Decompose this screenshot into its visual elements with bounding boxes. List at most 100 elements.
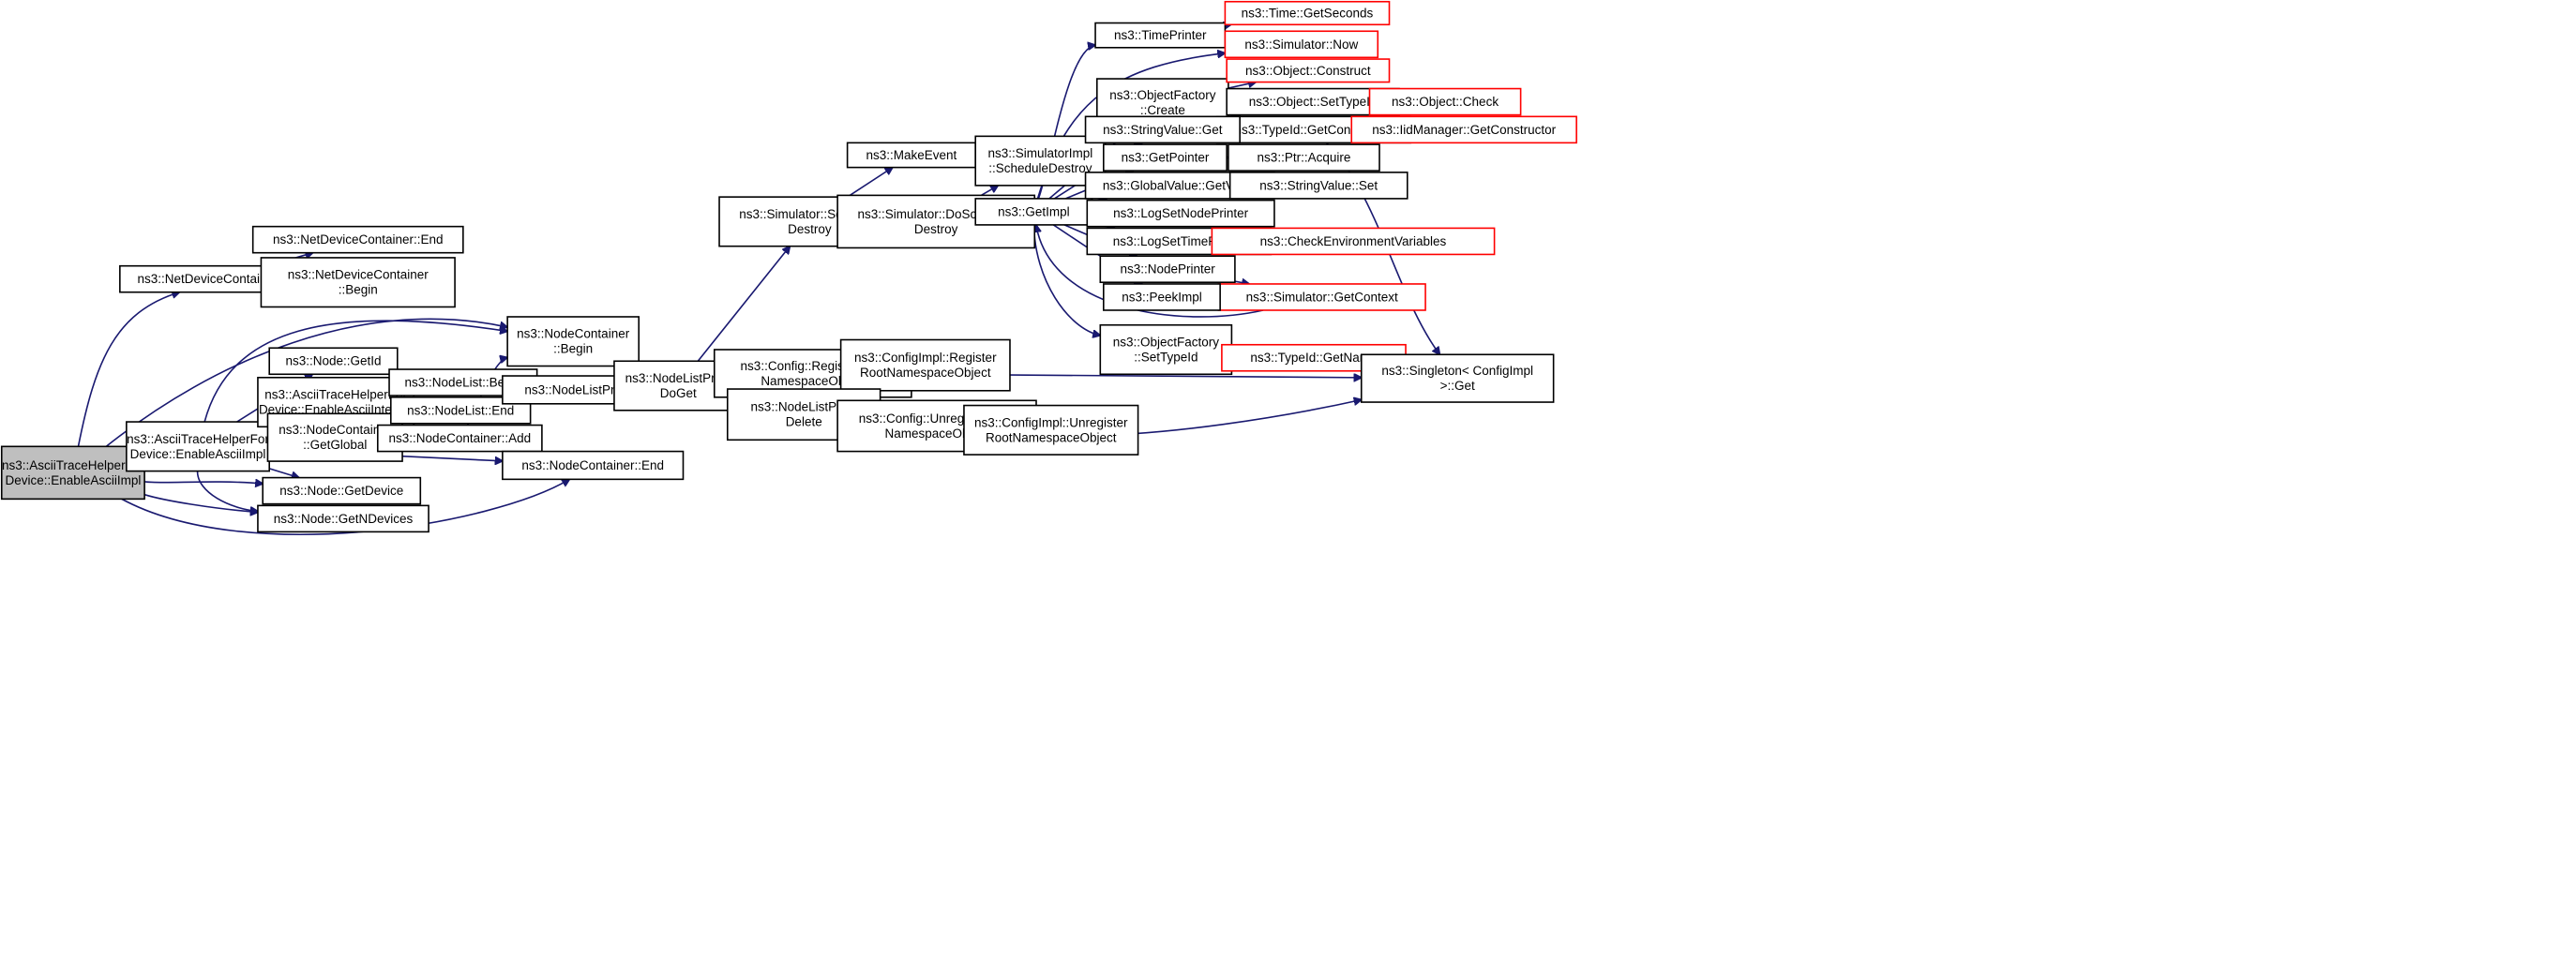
node-label: ns3::LogSetNodePrinter <box>1113 206 1249 220</box>
edge-line <box>203 320 507 423</box>
node-box <box>974 135 1107 187</box>
edge-of_create-to-obj_construct <box>1228 82 1256 89</box>
node-label: ns3::PeekImpl <box>1122 290 1202 304</box>
edge-line <box>980 186 998 197</box>
edge-line <box>105 318 507 447</box>
node-label: ns3::Object::Construct <box>1245 64 1371 78</box>
node-label: ns3::Node::GetNDevices <box>274 512 414 526</box>
node-box <box>0 445 145 501</box>
node-cfgimpl-register[interactable]: ns3::ConfigImpl::RegisterRootNamespaceOb… <box>839 338 1011 392</box>
edge-root-to-nc_begin <box>105 318 507 447</box>
node-label: Delete <box>786 415 822 429</box>
node-box <box>1350 115 1577 144</box>
node-stringvalue-get[interactable]: ns3::StringValue::Get <box>1084 115 1241 144</box>
node-time-getseconds[interactable]: ns3::Time::GetSeconds <box>1224 0 1391 26</box>
edge-line <box>77 292 179 447</box>
node-label: Device::EnableAsciiImpl <box>130 447 266 461</box>
node-label: ns3::AsciiTraceHelperFor <box>264 388 407 402</box>
node-box <box>1099 255 1236 284</box>
node-label: RootNamespaceObject <box>986 430 1117 444</box>
node-of-settypeid[interactable]: ns3::ObjectFactory::SetTypeId <box>1099 323 1233 376</box>
node-box <box>1226 58 1391 83</box>
edge-line <box>268 468 299 478</box>
node-label: ns3::Node::GetDevice <box>279 484 403 498</box>
node-label: ns3::AsciiTraceHelperFor <box>127 432 269 446</box>
node-label: Destroy <box>914 222 958 236</box>
node-iidmanager-getconstructor[interactable]: ns3::IidManager::GetConstructor <box>1350 115 1577 144</box>
node-box <box>376 424 543 453</box>
node-obj-check[interactable]: ns3::Object::Check <box>1368 87 1522 116</box>
node-node-getdevice[interactable]: ns3::Node::GetDevice <box>262 476 422 505</box>
node-nc-begin[interactable]: ns3::NodeContainer::Begin <box>506 316 640 367</box>
node-nc-end[interactable]: ns3::NodeContainer::End <box>502 450 685 481</box>
node-label: RootNamespaceObject <box>860 366 991 380</box>
node-label: ns3::NodeContainer <box>279 423 392 437</box>
node-nc-add[interactable]: ns3::NodeContainer::Add <box>376 424 543 453</box>
node-cfgimpl-unregister[interactable]: ns3::ConfigImpl::UnregisterRootNamespace… <box>963 404 1139 456</box>
edge-root-to-ndc_add <box>77 292 179 447</box>
edge-sim_doschedule_destroy-to-simimpl_schedule_destroy <box>980 186 998 197</box>
node-box <box>1217 283 1426 311</box>
node-box <box>1228 172 1409 200</box>
node-sim-now[interactable]: ns3::Simulator::Now <box>1224 30 1379 59</box>
node-label: ::ScheduleDestroy <box>988 161 1092 175</box>
node-make-event[interactable]: ns3::MakeEvent <box>846 142 977 169</box>
node-stringvalue-set[interactable]: ns3::StringValue::Set <box>1228 172 1409 200</box>
edge-sim_schedule_destroy-to-make_event <box>847 168 893 198</box>
node-peek-impl[interactable]: ns3::PeekImpl <box>1103 283 1221 311</box>
node-node-getid[interactable]: ns3::Node::GetId <box>268 347 399 376</box>
edge-enable_ascii_impl-to-node_getdevice <box>268 468 299 478</box>
node-label: ns3::NodeListPriv:: <box>751 400 857 414</box>
node-box <box>257 504 429 533</box>
node-box <box>1360 353 1555 403</box>
node-time-printer[interactable]: ns3::TimePrinter <box>1094 22 1227 49</box>
node-sim-getcontext[interactable]: ns3::Simulator::GetContext <box>1217 283 1426 311</box>
node-get-pointer[interactable]: ns3::GetPointer <box>1103 143 1228 172</box>
node-log-set-node-printer[interactable]: ns3::LogSetNodePrinter <box>1086 199 1275 228</box>
node-label: NamespaceObject <box>761 374 865 388</box>
node-singleton-get[interactable]: ns3::Singleton< ConfigImpl >::Get <box>1360 353 1555 403</box>
node-box <box>260 257 456 308</box>
node-label: ns3::GetPointer <box>1122 151 1210 165</box>
node-label: ns3::Node::GetId <box>285 354 381 368</box>
node-node-getndevices[interactable]: ns3::Node::GetNDevices <box>257 504 429 533</box>
node-label: ns3::NodeContainer::Add <box>389 431 532 445</box>
node-box <box>846 142 977 169</box>
node-box <box>1228 143 1380 172</box>
node-ptr-acquire[interactable]: ns3::Ptr::Acquire <box>1228 143 1380 172</box>
node-label: ns3::Object::SetTypeId <box>1249 95 1378 109</box>
edge-line <box>1228 82 1256 89</box>
node-box <box>1103 143 1228 172</box>
node-nl-end[interactable]: ns3::NodeList::End <box>389 396 532 425</box>
node-box <box>1103 283 1221 311</box>
edge-line <box>196 471 258 512</box>
node-label: ns3::NodeContainer::End <box>521 458 664 472</box>
node-ndc-begin[interactable]: ns3::NetDeviceContainer::Begin <box>260 257 456 308</box>
node-label: ns3::SimulatorImpl <box>987 146 1092 160</box>
node-label: ns3::MakeEvent <box>866 148 957 162</box>
node-node-printer[interactable]: ns3::NodePrinter <box>1099 255 1236 284</box>
node-box <box>1094 22 1227 49</box>
node-obj-construct[interactable]: ns3::Object::Construct <box>1226 58 1391 83</box>
node-label: ns3::TypeId::GetName <box>1250 351 1377 365</box>
node-ndc-end[interactable]: ns3::NetDeviceContainer::End <box>251 225 464 254</box>
node-box <box>1084 115 1241 144</box>
node-label: NamespaceObject <box>885 426 989 441</box>
node-simimpl-schedule-destroy[interactable]: ns3::SimulatorImpl::ScheduleDestroy <box>974 135 1107 187</box>
node-root[interactable]: ns3::AsciiTraceHelperForDevice::EnableAs… <box>0 445 145 501</box>
node-box <box>1099 323 1233 376</box>
node-check-env-vars[interactable]: ns3::CheckEnvironmentVariables <box>1211 227 1496 256</box>
node-box <box>268 347 399 376</box>
node-enable-ascii-impl[interactable]: ns3::AsciiTraceHelperForDevice::EnableAs… <box>126 421 270 472</box>
node-label: ns3::NetDeviceContainer <box>288 268 429 282</box>
node-box <box>1224 0 1391 26</box>
node-label: ns3::NodeListPriv:: <box>625 371 731 385</box>
node-box <box>502 450 685 481</box>
node-nc-getglobal[interactable]: ns3::NodeContainer::GetGlobal <box>266 412 403 462</box>
node-label: ::Create <box>1140 103 1185 117</box>
node-label: ns3::Ptr::Acquire <box>1258 151 1351 165</box>
node-box <box>963 404 1139 456</box>
edge-line <box>697 247 790 362</box>
node-get-impl[interactable]: ns3::GetImpl <box>974 198 1093 226</box>
